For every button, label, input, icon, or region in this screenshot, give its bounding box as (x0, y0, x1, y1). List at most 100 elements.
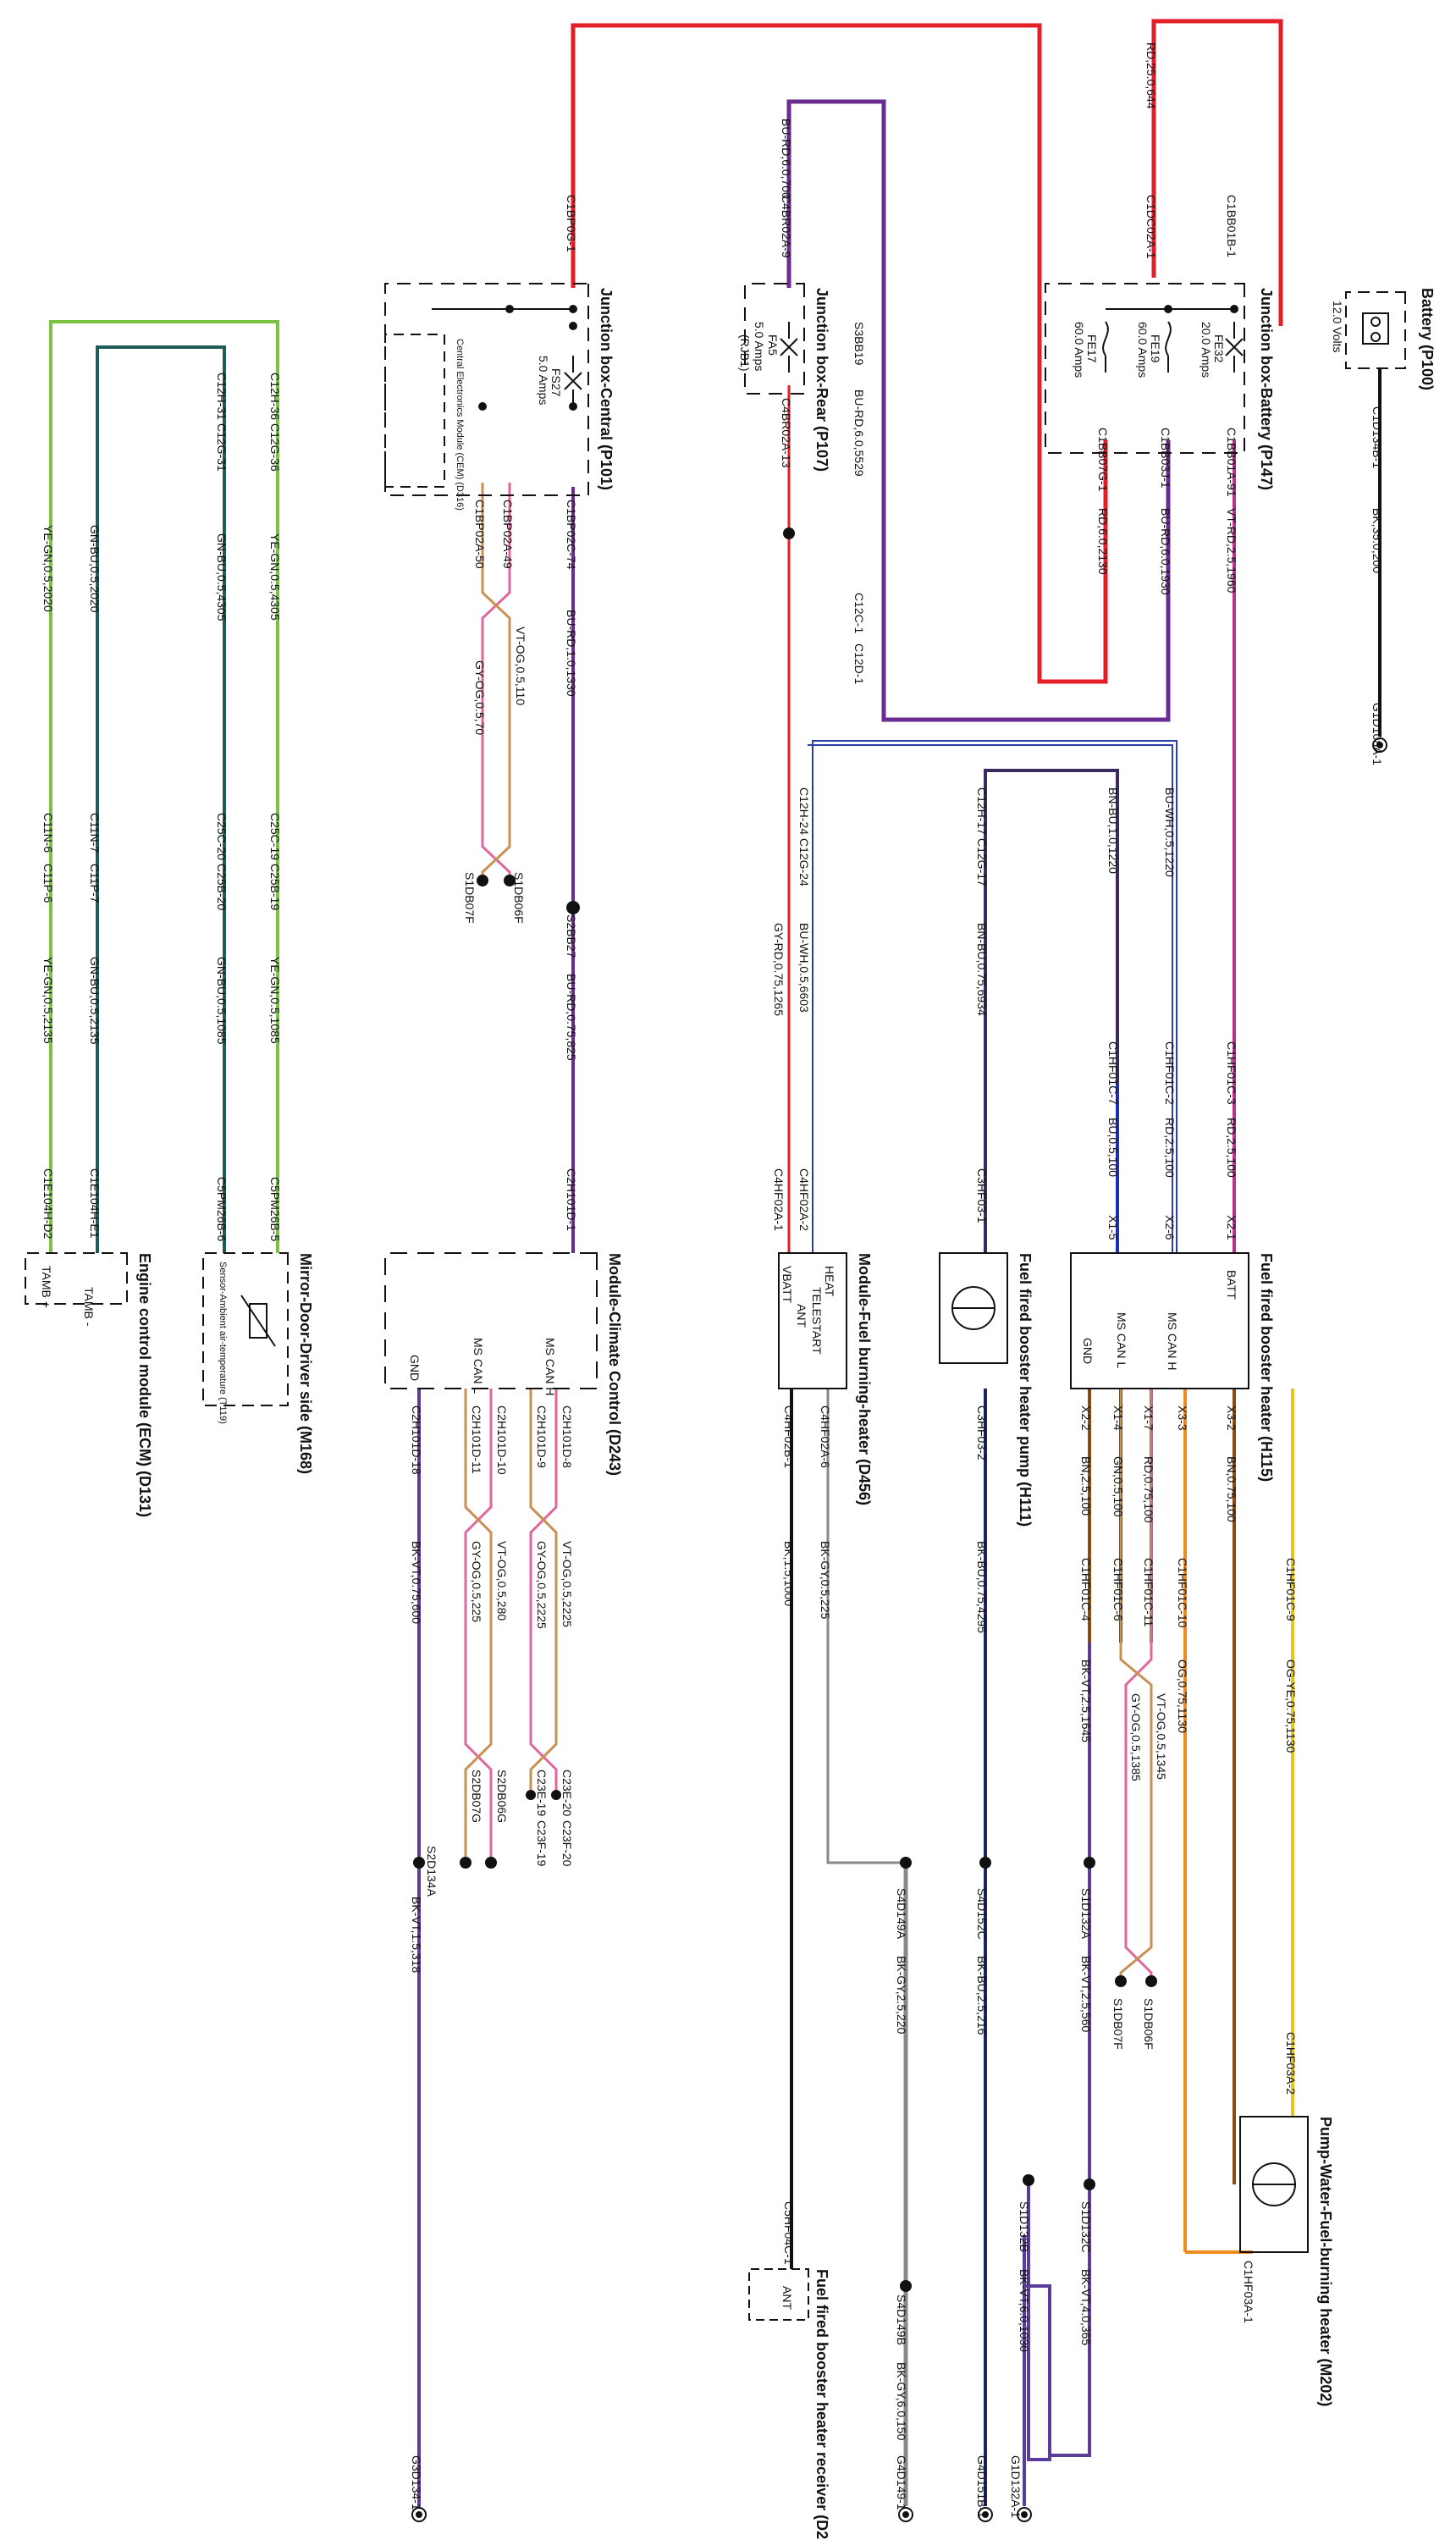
wl-bn-25-100: BN,2.5,100 (1079, 1456, 1093, 1516)
wl-og-075-1130: OG,0.75,1130 (1176, 1659, 1189, 1733)
wl-g4d149-1: G4D149-1 (895, 2455, 908, 2510)
ffbh-pump-label: Fuel fired booster heater pump (H111) (1017, 1253, 1034, 1527)
wl-gy-og-05-70: GY-OG,0.5,70 (473, 660, 487, 735)
ffbh-box[interactable] (1070, 1252, 1249, 1389)
wire-twist-tan-c (481, 483, 511, 881)
wl-c1e104he1: C1E104H-E1 (88, 1168, 102, 1239)
wl-c23f19: C23F-19 (535, 1820, 549, 1867)
fuse-fe17-icon (1102, 321, 1109, 373)
cem-label: Central Electronics Module (CEM) (D316) (455, 339, 465, 511)
fuse-fs27-amps: 5.0 Amps (537, 356, 550, 405)
wl-s1db06f: S1DB06F (512, 872, 526, 924)
wl-c2h101d8: C2H101D-8 (560, 1405, 574, 1468)
wl-ye-gn-05-4305: YE-GN,0.5,4305 (268, 533, 282, 621)
wl-c1hf01c9: C1HF01C-9 (1284, 1558, 1298, 1621)
wl-bu-wh-05-1220: BU-WH,0.5,1220 (1163, 787, 1177, 877)
wire-twist-pink-d (1124, 1389, 1153, 1981)
wl-x2-1: X2-1 (1225, 1215, 1238, 1240)
pump-water-label: Pump-Water-Fuel-burning heater (M202) (1317, 2117, 1334, 2406)
fuse-fe32-icon (1225, 322, 1244, 373)
mirror-box (202, 1252, 289, 1406)
wl-g3d134-1: G3D134-1 (410, 2455, 423, 2510)
wl-gn-05-100: GN,0.5,100 (1111, 1456, 1125, 1517)
battery-box (1345, 291, 1406, 369)
wl-c5pm26b5: C5PM26B-5 (268, 1177, 282, 1241)
ffbh-label: Fuel fired booster heater (H115) (1258, 1253, 1275, 1482)
wl-bn-075-100: BN,0.75,100 (1225, 1456, 1238, 1522)
pin-ms-can-h-ffbh: MS CAN H (1166, 1312, 1179, 1370)
wl-s2db07g: S2DB07G (470, 1770, 483, 1823)
wl-x3-2: X3-2 (1225, 1405, 1238, 1431)
wl-bu-rd-1-1330: BU-RD,1.0,1330 (565, 610, 578, 697)
ecm-label: Engine control module (ECM) (D131) (136, 1253, 153, 1517)
climate-box[interactable] (384, 1252, 598, 1389)
battery-label: Battery (P100) (1419, 288, 1436, 390)
receiver-label: Fuel fired booster heater receiver (D255… (813, 2269, 830, 2540)
wl-s4d149b: S4D149B (895, 2294, 908, 2345)
wl-bn-bu-075-6934: BN-BU,0.75,6934 (975, 923, 989, 1016)
wl-c1hf03a1: C1HF03A-1 (1242, 2261, 1255, 2323)
wl-c1bp02c74: C1BP02C-74 (565, 500, 578, 570)
fuse-fa5: FA5 (766, 334, 780, 356)
wl-rd-075-100: RD,0.75,100 (1142, 1456, 1155, 1523)
wire-rd-battery (1151, 19, 1283, 326)
wl-g1d132a1: G1D132A-1 (1009, 2455, 1023, 2518)
splice-dots (413, 305, 1238, 2292)
wire-bk-vt-a (1024, 1643, 1091, 2457)
pump-water-box[interactable] (1239, 2116, 1309, 2253)
wl-c12h36: C12H-36 (268, 373, 282, 420)
wl-bk-vt-6-1030: BK-VT,6.0,1030 (1018, 2269, 1031, 2352)
ecm-box (25, 1252, 128, 1305)
wl-c12h24: C12H-24 (797, 787, 811, 835)
wl-ye-gn-05-2020: YE-GN,0.5,2020 (41, 525, 55, 612)
wl-c2h101d9: C2H101D-9 (535, 1405, 549, 1468)
wl-c1hf03a2: C1HF03A-2 (1284, 2032, 1298, 2095)
wl-x1-4: X1-4 (1111, 1405, 1125, 1431)
fuse-rjb1: (RJB1) (738, 334, 752, 372)
pin-tamb-minus: TAMB - (82, 1287, 96, 1327)
pin-ant: ANT (795, 1304, 808, 1328)
wl-gy-og-05-225: GY-OG,0.5,225 (470, 1541, 483, 1622)
wl-c3hf03-2: C3HF03-2 (975, 1405, 989, 1460)
wl-c1hf01c11: C1HF01C-11 (1142, 1558, 1155, 1627)
fuse-fe19-icon (1165, 321, 1172, 373)
pin-vbatt: VBATT (780, 1266, 794, 1304)
wl-c11n6: C11N-6 (41, 813, 55, 853)
pin-ms-can-l-climate: MS CAN L (472, 1338, 485, 1394)
wl-c4hf02b1: C4HF02B-1 (782, 1405, 796, 1468)
junction-box-battery (1045, 283, 1245, 454)
wl-c1bb01b1: C1BB01B-1 (1225, 195, 1238, 257)
wl-s2bb27: S2BB27 (565, 914, 578, 958)
wl-c1bp02a50: C1BP02A-50 (473, 500, 487, 569)
wl-c2h101d1: C2H101D-1 (565, 1168, 578, 1231)
wl-bu-wh-05-6603: BU-WH,0.5,6603 (797, 923, 811, 1013)
wl-c1hf01c3: C1HF01C-3 (1225, 1041, 1238, 1105)
wl-s2d134a: S2D134A (425, 1846, 438, 1897)
fuse-fa5-amps: 5.0 Amps (753, 322, 766, 371)
jb-central-label: Junction box-Central (P101) (598, 288, 615, 490)
mod-fuel-box[interactable] (778, 1252, 847, 1389)
wire-ye-gn-a (49, 320, 279, 1253)
wl-c1bb01a91: C1BB01A-91 (1225, 428, 1238, 497)
ffbh-pump-box[interactable] (939, 1252, 1008, 1364)
sensor-label: Sensor-Ambient air-temperature (T119) (218, 1262, 228, 1424)
pin-gnd-climate: GND (408, 1355, 422, 1381)
fuse-fs27-icon (564, 356, 582, 406)
wire-twist-pink-c (481, 483, 511, 881)
wire-bu-wh-b (808, 744, 1173, 1253)
wl-c4hf02a1: C4HF02A-1 (772, 1168, 786, 1231)
wl-bu-rd-6-700: BU-RD,6.0,700 (780, 119, 793, 199)
wl-c1bp02a49: C1BP02A-49 (501, 500, 515, 569)
wl-c1hf01c4: C1HF01C-4 (1079, 1558, 1093, 1621)
wl-bu-rd-6-1930: BU-RD,6.0,1930 (1159, 508, 1172, 595)
wl-gn-bu-05-2020: GN-BU,0.5,2020 (88, 525, 102, 613)
mod-fuel-label: Module-Fuel burning-heater (D456) (856, 1253, 873, 1505)
wl-ye-gn-05-2135: YE-GN,0.5,2135 (41, 957, 55, 1044)
fuse-fe32-amps: 20.0 Amps (1200, 322, 1213, 378)
wl-c1bb03j1: C1BB03J-1 (1159, 428, 1172, 489)
wl-c1hf01c2: C1HF01C-2 (1163, 1041, 1177, 1105)
wl-vt-og-05-1345: VT-OG,0.5,1345 (1155, 1693, 1168, 1780)
wl-x1-5: X1-5 (1106, 1215, 1120, 1240)
wl-og-ye-075-1130: OG-YE,0.75,1130 (1284, 1659, 1298, 1753)
